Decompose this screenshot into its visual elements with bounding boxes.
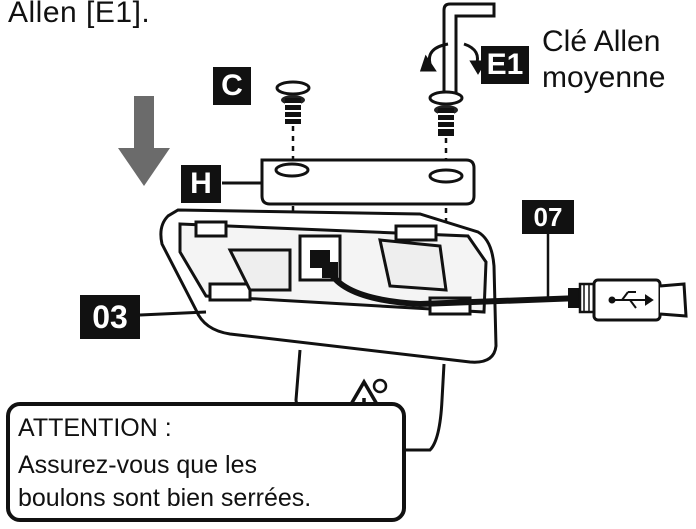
bolt-right (428, 90, 464, 136)
warning-title: ATTENTION : (18, 414, 172, 442)
bolt-c (275, 80, 311, 124)
warning-line-1: Assurez-vous que les (18, 451, 258, 479)
instruction-text: Allen [E1]. (8, 0, 151, 29)
allen-key (442, 2, 496, 94)
warning-box (6, 402, 406, 522)
base-03 (139, 208, 498, 364)
label-07: 07 (522, 200, 574, 234)
down-arrow-icon (118, 96, 170, 186)
label-e1: E1 (481, 46, 529, 84)
cable-07 (327, 234, 581, 308)
bracket-h (222, 158, 476, 206)
label-03: 03 (80, 295, 140, 339)
tool-name: Clé Allen moyenne (542, 24, 665, 96)
warning-line-2: boulons sont bien serrées. (18, 484, 312, 512)
label-h: H (181, 165, 221, 203)
tool-name-line2: moyenne (542, 61, 666, 94)
usb-icon (608, 291, 654, 309)
tool-name-line1: Clé Allen (542, 25, 661, 58)
label-c: C (213, 67, 251, 105)
